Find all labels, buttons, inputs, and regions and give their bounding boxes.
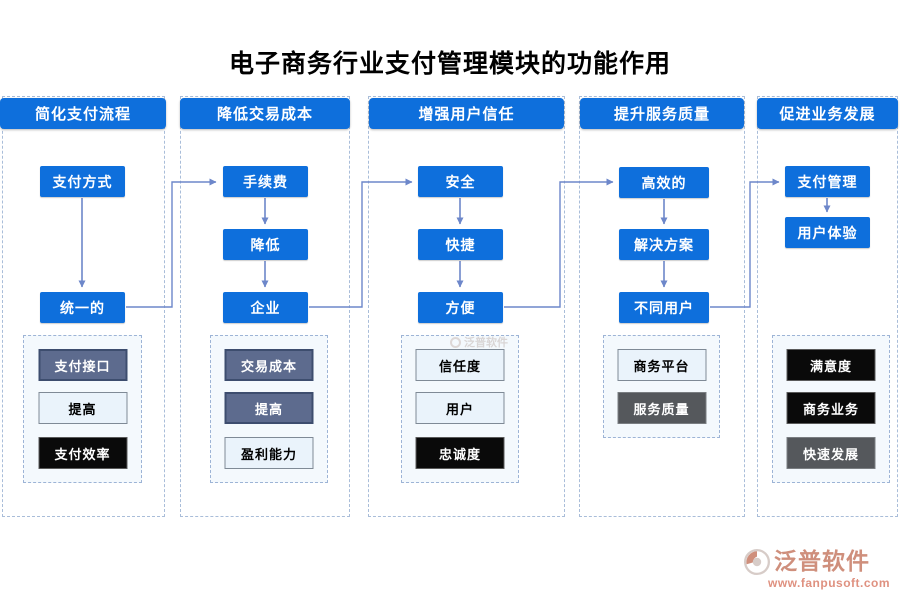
summary-box: 快速发展 [786,437,876,469]
flow-box: 方便 [418,292,503,323]
fanpu-logo-icon [744,549,770,575]
flow-box: 手续费 [223,166,308,197]
column-header-reduce-cost: 降低交易成本 [180,98,350,129]
flow-box: 安全 [418,166,503,197]
summary-box: 商务平台 [617,349,706,381]
watermark-logo-icon [450,336,461,348]
brand-footer: 泛普软件 www.fanpusoft.com [744,548,894,591]
summary-panel-4: 商务平台 服务质量 [603,335,720,438]
flow-box: 企业 [223,292,308,323]
brand-url: www.fanpusoft.com [768,576,891,590]
summary-box: 交易成本 [224,349,314,381]
column-header-promote-business: 促进业务发展 [757,98,898,129]
flow-box: 用户体验 [785,217,870,248]
summary-box: 满意度 [786,349,876,381]
flow-box: 支付管理 [785,166,870,197]
flow-box: 快捷 [418,229,503,260]
column-header-simplify-payment: 简化支付流程 [0,98,166,129]
summary-box: 支付接口 [38,349,127,381]
watermark-text: 泛普软件 [464,337,508,349]
summary-panel-3: 信任度 用户 忠诚度 [401,335,519,483]
summary-box: 服务质量 [617,392,706,424]
summary-panel-5: 满意度 商务业务 快速发展 [772,335,890,483]
diagram-title: 电子商务行业支付管理模块的功能作用 [228,49,671,78]
summary-box: 商务业务 [786,392,876,424]
flow-box: 降低 [223,229,308,260]
flow-box: 支付方式 [40,166,125,197]
summary-box: 盈利能力 [224,437,314,469]
flow-box: 统一的 [40,292,125,323]
brand-name: 泛普软件 [774,548,870,574]
summary-box: 支付效率 [38,437,127,469]
column-header-enhance-trust: 增强用户信任 [369,98,564,129]
summary-panel-2: 交易成本 提高 盈利能力 [210,335,328,483]
summary-box: 提高 [224,392,314,424]
flow-box: 高效的 [619,167,709,198]
summary-panel-1: 支付接口 提高 支付效率 [23,335,142,483]
summary-box: 信任度 [415,349,505,381]
watermark: 泛普软件 [450,334,508,350]
summary-box: 用户 [415,392,505,424]
column-header-improve-service: 提升服务质量 [580,98,744,129]
summary-box: 提高 [38,392,127,424]
flow-box: 不同用户 [619,292,709,323]
summary-box: 忠诚度 [415,437,505,469]
flow-box: 解决方案 [619,229,709,260]
